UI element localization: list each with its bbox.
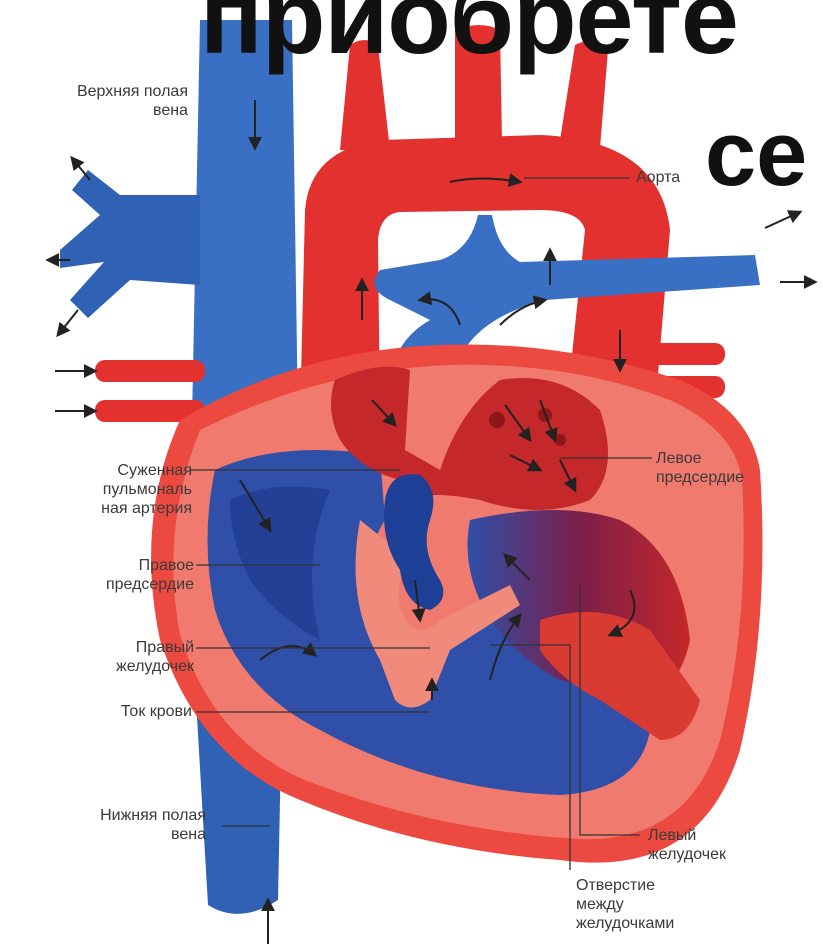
label-pulm-line1: Суженная — [0, 461, 192, 480]
label-ivc-line1: Нижняя полая — [0, 806, 206, 825]
label-vsd-line3: желудочками — [576, 914, 674, 933]
label-ra-line2: предсердие — [0, 575, 194, 594]
label-aorta-text: Аорта — [636, 168, 680, 187]
label-right-atrium: Правое предсердие — [0, 556, 194, 594]
label-ra-line1: Правое — [0, 556, 194, 575]
label-superior-vena-cava: Верхняя полая вена — [0, 82, 188, 120]
label-svc-line2: вена — [0, 101, 188, 120]
svc-branches — [60, 170, 200, 318]
la-spot-1 — [489, 412, 505, 428]
label-vsd: Отверстие между желудочками — [576, 876, 674, 933]
label-vsd-line1: Отверстие — [576, 876, 674, 895]
arrow-branch-ul — [72, 158, 90, 180]
superior-vena-cava — [192, 20, 298, 420]
label-left-ventricle: Левый желудочек — [648, 826, 726, 864]
label-ivc-line2: вена — [0, 825, 206, 844]
label-la-line1: Левое — [656, 449, 744, 468]
label-flow-text: Ток крови — [0, 702, 192, 721]
label-vsd-line2: между — [576, 895, 674, 914]
left-red-vessel-1 — [95, 360, 205, 382]
label-aorta: Аорта — [636, 168, 680, 187]
label-right-ventricle: Правый желудочек — [0, 638, 194, 676]
label-lv-line2: желудочек — [648, 845, 726, 864]
la-spot-3 — [554, 434, 566, 446]
label-rv-line2: желудочек — [0, 657, 194, 676]
slide-title-line2: се — [705, 108, 807, 200]
arrow-out-right-1 — [765, 212, 800, 228]
label-left-atrium: Левое предсердие — [656, 449, 744, 487]
label-pulm-line3: ная артерия — [0, 499, 192, 518]
arrow-branch-ll — [58, 310, 78, 335]
label-inferior-vena-cava: Нижняя полая вена — [0, 806, 206, 844]
label-pulm-line2: пульмональ — [0, 480, 192, 499]
slide-title-line1: приобрете — [200, 0, 738, 70]
label-pulmonary-artery: Суженная пульмональ ная артерия — [0, 461, 192, 518]
label-lv-line1: Левый — [648, 826, 726, 845]
label-svc-line1: Верхняя полая — [0, 82, 188, 101]
right-red-vessel-1 — [610, 343, 725, 365]
label-blood-flow: Ток крови — [0, 702, 192, 721]
label-rv-line1: Правый — [0, 638, 194, 657]
label-la-line2: предсердие — [656, 468, 744, 487]
